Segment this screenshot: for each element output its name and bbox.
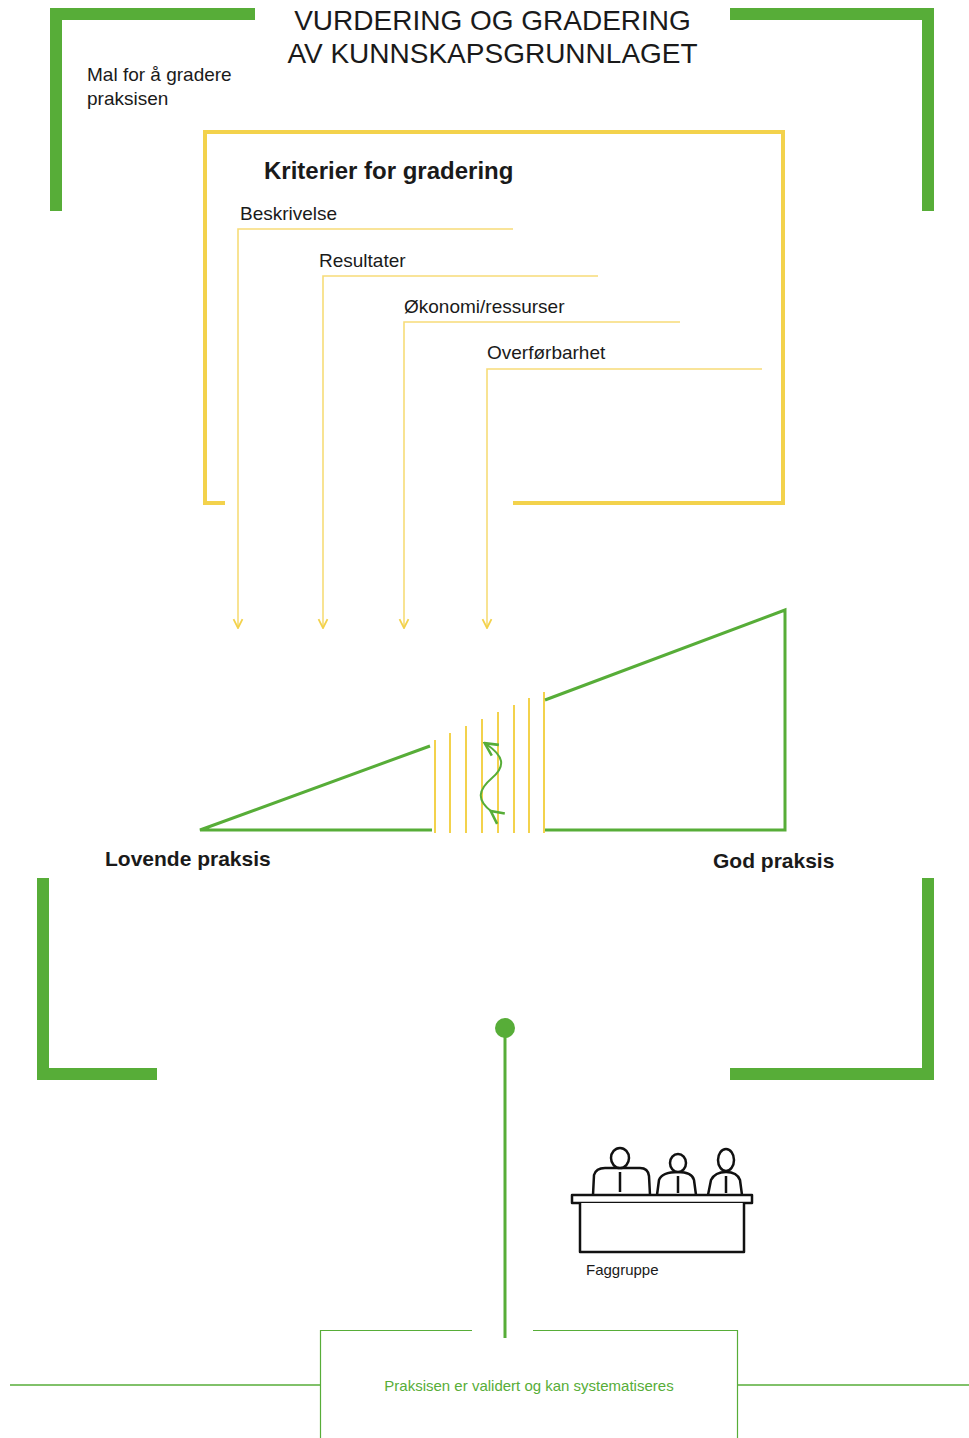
- criterion-label: Resultater: [319, 250, 406, 272]
- outline-path: [56, 14, 255, 211]
- promising-wedge: Lovende praksis: [200, 745, 432, 832]
- outline-path: [205, 132, 783, 503]
- stripe: [513, 705, 515, 833]
- leader-line: [238, 229, 513, 628]
- stripe: [449, 733, 451, 833]
- baseline: [738, 1384, 969, 1386]
- stripe: [528, 698, 530, 833]
- box-heading: Kriterier for gradering: [264, 156, 664, 186]
- panel-illustration: [572, 1148, 752, 1252]
- criterion-label: Beskrivelse: [240, 203, 337, 225]
- criteria-box: Kriterier for gradering: [203, 130, 785, 505]
- person-body: [593, 1168, 650, 1195]
- connector-stub: [504, 1028, 507, 1080]
- person-body: [657, 1172, 696, 1195]
- diagram-title: VURDERING OG GRADERING AV KUNNSKAPSGRUNN…: [280, 4, 705, 70]
- leader-line: [487, 369, 762, 628]
- connector-line: [504, 1080, 507, 1338]
- stripe: [543, 692, 545, 833]
- leader-line: [323, 276, 598, 628]
- stripe: [465, 726, 467, 833]
- stripe: [481, 719, 483, 833]
- person-head: [611, 1148, 629, 1168]
- outline-path: [730, 14, 928, 211]
- outline-path: [545, 610, 785, 830]
- result-box: Praksisen er validert og kan systematise…: [320, 1330, 738, 1438]
- outline-path: [321, 1331, 738, 1438]
- outline-path: [43, 878, 157, 1074]
- illustration-label: Faggruppe: [586, 1261, 659, 1278]
- node-outline: [203, 130, 785, 505]
- person-head: [670, 1154, 686, 1172]
- outline-path: [730, 878, 928, 1074]
- node-outline: [545, 608, 787, 832]
- leader-line: [404, 322, 680, 628]
- wedge-label: Lovende praksis: [105, 846, 365, 872]
- leader-lines: [238, 229, 762, 628]
- node-outline: [200, 745, 432, 832]
- stripe: [434, 740, 436, 833]
- ties: [620, 1172, 726, 1193]
- criterion-label: Økonomi/ressurser: [404, 296, 565, 318]
- person-head: [718, 1149, 734, 1171]
- transition-stripes: [435, 692, 544, 833]
- s-arrow: [481, 744, 501, 812]
- desk-top: [572, 1195, 752, 1203]
- result-text: Praksisen er validert og kan systematise…: [320, 1376, 738, 1396]
- good-wedge: God praksis: [545, 608, 787, 832]
- criterion-label: Overførbarhet: [487, 342, 605, 364]
- desk-front: [580, 1203, 744, 1252]
- frame-note: Mal for å gradere praksisen: [87, 63, 277, 111]
- wedge-label: God praksis: [713, 848, 913, 874]
- baseline: [10, 1384, 320, 1386]
- template-frame: Mal for å gradere praksisenKriterier for…: [37, 8, 935, 1080]
- outline-path: [200, 746, 432, 830]
